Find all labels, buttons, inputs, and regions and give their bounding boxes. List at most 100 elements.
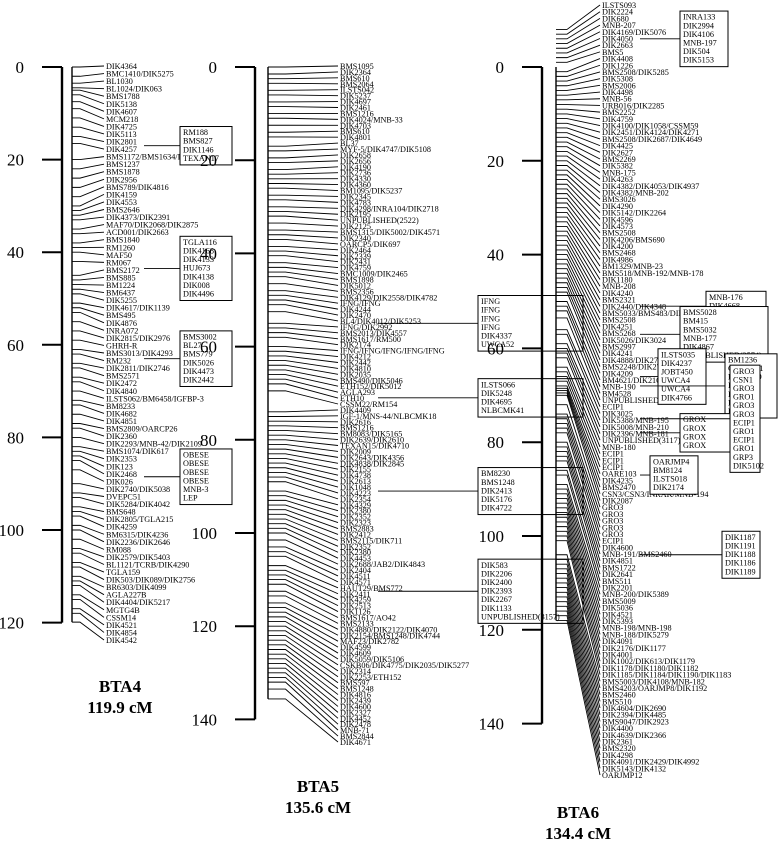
marker-connector <box>556 109 600 112</box>
marker-connector <box>72 451 104 458</box>
marker-connector <box>268 570 338 593</box>
marker-connector <box>72 331 104 338</box>
marker-connector <box>72 240 104 243</box>
marker-connector <box>268 195 338 196</box>
marker-connector <box>268 677 338 724</box>
marker-connector <box>72 484 104 489</box>
marker-connector <box>268 379 338 392</box>
marker-connector <box>268 235 338 238</box>
marker-connector <box>268 263 338 268</box>
axis-tick-label: 20 <box>200 151 217 170</box>
marker-connector <box>72 368 104 376</box>
marker-label: OARJMP12 <box>602 771 643 780</box>
marker-connector <box>268 491 338 505</box>
marker-connector <box>268 519 338 540</box>
marker-connector <box>72 308 104 315</box>
axis-tick-label: 60 <box>487 339 504 358</box>
cluster-label: DIK5153 <box>683 56 714 65</box>
marker-label: DIK4542 <box>106 636 137 645</box>
marker-connector <box>72 595 104 610</box>
marker-connector <box>72 405 104 413</box>
marker-connector <box>72 187 104 197</box>
marker-connector <box>72 252 104 255</box>
marker-connector <box>72 613 104 632</box>
marker-connector <box>268 391 338 404</box>
marker-connector <box>72 143 104 149</box>
marker-connector <box>268 361 338 369</box>
marker-connector <box>556 161 600 186</box>
axis-tick-label: 40 <box>200 244 217 263</box>
marker-connector <box>72 322 104 331</box>
axis-tick-label: 80 <box>487 433 504 452</box>
marker-connector <box>72 194 104 206</box>
marker-connector <box>72 232 104 234</box>
marker-connector <box>72 428 104 436</box>
marker-connector <box>556 133 600 146</box>
caption-bta5: BTA5 135.6 cM <box>238 776 398 818</box>
marker-connector <box>268 143 338 146</box>
marker-connector <box>268 246 338 249</box>
axis-tick-label: 40 <box>487 246 504 265</box>
marker-connector <box>268 95 338 96</box>
axis-tick-label: 80 <box>200 431 217 450</box>
marker-connector <box>268 211 338 214</box>
marker-connector <box>72 289 104 292</box>
cluster-label: DIK4766 <box>661 393 692 402</box>
marker-connector <box>72 136 104 141</box>
marker-connector <box>268 305 338 315</box>
marker-connector <box>268 207 338 209</box>
cluster-label: DIK5102 <box>733 461 764 470</box>
cluster-label: DIK1189 <box>725 567 756 576</box>
axis-tick-label: 120 <box>0 614 24 633</box>
marker-connector <box>72 581 104 595</box>
marker-connector <box>268 118 338 119</box>
marker-connector <box>72 567 104 580</box>
marker-connector <box>556 59 600 72</box>
marker-connector <box>268 689 338 736</box>
marker-connector <box>268 267 338 273</box>
marker-connector <box>268 496 338 511</box>
marker-connector <box>556 5 600 29</box>
marker-connector <box>268 356 338 363</box>
marker-connector <box>268 472 338 487</box>
marker-connector <box>72 74 104 77</box>
chromosome-length-bta5: 135.6 cM <box>238 797 398 818</box>
cluster-label: DIK2174 <box>653 483 684 492</box>
marker-connector <box>72 349 104 353</box>
axis-tick-label: 60 <box>7 336 24 355</box>
marker-connector <box>268 230 338 232</box>
marker-connector <box>72 164 104 169</box>
marker-connector <box>556 92 600 95</box>
axis-tick-label: 120 <box>192 617 218 636</box>
marker-connector <box>268 216 338 220</box>
axis-tick-label: 0 <box>16 58 25 77</box>
marker-connector <box>72 498 104 504</box>
marker-connector <box>72 511 104 519</box>
marker-connector <box>268 673 338 718</box>
chromosome-length-bta4: 119.9 cM <box>40 697 200 718</box>
marker-connector <box>72 118 104 126</box>
marker-connector <box>268 131 338 132</box>
marker-connector <box>268 173 338 174</box>
marker-connector <box>268 426 338 428</box>
axis-tick-label: 20 <box>7 151 24 170</box>
marker-connector <box>268 323 338 327</box>
marker-connector <box>268 524 338 547</box>
marker-connector <box>72 172 104 178</box>
marker-connector <box>72 447 104 452</box>
marker-connector <box>72 340 104 345</box>
marker-connector <box>72 90 104 96</box>
marker-connector <box>268 272 338 279</box>
axis-tick-label: 140 <box>479 715 505 734</box>
marker-connector <box>72 277 104 280</box>
marker-connector <box>268 251 338 256</box>
marker-connector <box>556 156 600 179</box>
marker-connector <box>72 493 104 497</box>
marker-connector <box>268 72 338 74</box>
marker-connector <box>72 127 104 134</box>
marker-connector <box>268 223 338 226</box>
marker-connector <box>268 552 338 576</box>
chromosome-name-bta5: BTA5 <box>238 776 398 797</box>
